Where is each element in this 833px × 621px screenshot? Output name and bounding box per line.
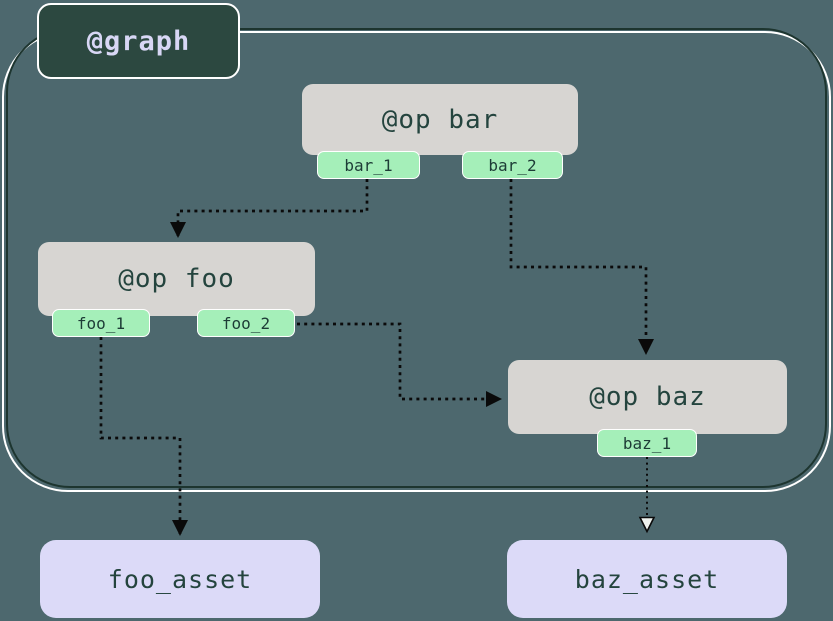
op-node-baz: @op baz bbox=[508, 360, 787, 434]
output-port-bar_1: bar_1 bbox=[317, 151, 420, 179]
asset-node-foo_asset-label: foo_asset bbox=[107, 564, 253, 594]
output-port-foo_1-label: foo_1 bbox=[76, 313, 126, 333]
output-port-bar_2: bar_2 bbox=[462, 151, 563, 179]
graph-badge: @graph bbox=[37, 3, 240, 79]
op-node-bar-label: @op bar bbox=[381, 104, 499, 135]
output-port-baz_1: baz_1 bbox=[597, 429, 697, 457]
asset-node-baz_asset: baz_asset bbox=[507, 540, 787, 618]
asset-node-baz_asset-label: baz_asset bbox=[574, 564, 720, 594]
op-node-foo: @op foo bbox=[38, 242, 315, 316]
graph-container-highlight bbox=[2, 31, 831, 492]
output-port-foo_2-label: foo_2 bbox=[221, 313, 271, 333]
asset-node-foo_asset: foo_asset bbox=[40, 540, 320, 618]
graph-container bbox=[6, 28, 827, 488]
op-node-foo-label: @op foo bbox=[118, 264, 235, 294]
op-node-bar: @op bar bbox=[302, 84, 578, 155]
output-port-foo_2: foo_2 bbox=[197, 309, 295, 337]
graph-badge-label: @graph bbox=[86, 25, 191, 57]
output-port-foo_1: foo_1 bbox=[52, 309, 150, 337]
output-port-bar_2-label: bar_2 bbox=[488, 155, 537, 175]
output-port-bar_1-label: bar_1 bbox=[344, 155, 393, 175]
output-port-baz_1-label: baz_1 bbox=[622, 433, 672, 453]
op-node-baz-label: @op baz bbox=[589, 382, 706, 412]
